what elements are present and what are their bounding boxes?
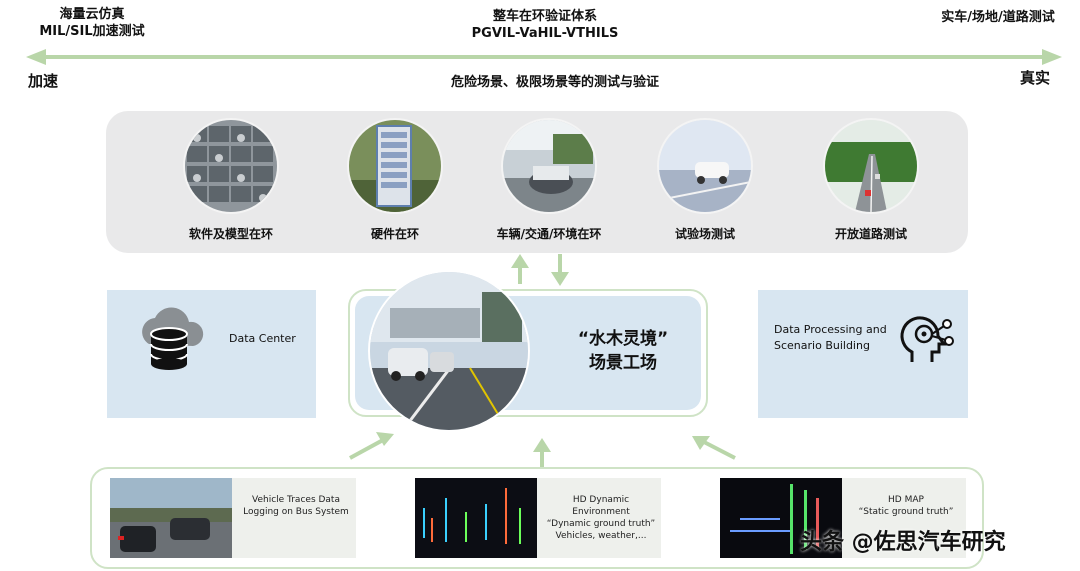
source-line1: HD MAP (888, 495, 924, 505)
factory-line1: “水木灵境” (577, 329, 669, 349)
source-caption: HD Dynamic Environment “Dynamic ground t… (543, 494, 659, 542)
stage-image-proving-ground (659, 120, 751, 212)
data-center-box: Data Center (107, 290, 316, 418)
stage-image-vil (503, 120, 595, 212)
axis-right-label: 真实 (1020, 69, 1051, 87)
stage-vehicle-traffic-env-in-loop: 车辆/交通/环境在环 (484, 120, 614, 242)
stage-label: 开放道路测试 (834, 227, 907, 241)
double-arrow-axis (26, 49, 1062, 65)
factory-line2: 场景工场 (589, 353, 657, 373)
scenario-factory-image (368, 270, 530, 432)
data-processing-label: Data Processing and Scenario Building (774, 322, 899, 354)
source-line2: “Static ground truth” (858, 507, 954, 517)
header-center-line2: PGVIL-VaHIL-VTHILS (471, 26, 619, 41)
data-center-label: Data Center (229, 332, 296, 345)
source-line3: Vehicles, weather,... (555, 531, 647, 541)
stage-image-open-road (825, 120, 917, 212)
stage-label: 试验场测试 (674, 227, 735, 241)
stage-image-hil (349, 120, 441, 212)
source-image-point-cloud (415, 478, 537, 558)
axis-middle-label: 危险场景、极限场景等的测试与验证 (450, 75, 659, 90)
data-processing-line1: Data Processing and (774, 323, 887, 336)
stage-image-mil (185, 120, 277, 212)
source-line1: HD Dynamic Environment (572, 495, 630, 517)
source-line2: Logging on Bus System (243, 507, 349, 517)
header-mil-sil: 海量云仿真 MIL/SIL加速测试 (22, 6, 162, 40)
ai-head-icon (900, 316, 954, 362)
stage-label: 硬件在环 (370, 227, 419, 241)
source-image-traffic (110, 478, 232, 558)
axis-left-label: 加速 (28, 72, 59, 90)
source-line2: “Dynamic ground truth” (546, 519, 656, 529)
stage-label: 车辆/交通/环境在环 (496, 227, 602, 241)
header-vehicle-in-loop: 整车在环验证体系 PGVIL-VaHIL-VTHILS (400, 8, 690, 42)
stage-label: 软件及模型在环 (188, 227, 273, 241)
source-caption: Vehicle Traces Data Logging on Bus Syste… (238, 494, 354, 518)
watermark-text: 头条 @佐思汽车研究 (800, 530, 1006, 555)
header-left-line1: 海量云仿真 (59, 7, 125, 22)
stage-proving-ground: 试验场测试 (640, 120, 770, 242)
stage-hardware-in-loop: 硬件在环 (330, 120, 460, 242)
data-processing-box: Data Processing and Scenario Building (758, 290, 968, 418)
stage-software-model-in-loop: 软件及模型在环 (166, 120, 296, 242)
source-line1: Vehicle Traces Data (252, 495, 340, 505)
stage-open-road: 开放道路测试 (806, 120, 936, 242)
header-real-test: 实车/场地/道路测试 (941, 10, 1055, 25)
data-processing-line2: Scenario Building (774, 339, 870, 352)
source-caption: HD MAP “Static ground truth” (848, 494, 964, 518)
database-cloud-icon (142, 307, 204, 370)
source-vehicle-traces: Vehicle Traces Data Logging on Bus Syste… (110, 478, 356, 558)
scenario-factory-title: “水木灵境” 场景工场 (548, 327, 698, 375)
source-hd-map: HD MAP “Static ground truth” (720, 478, 966, 558)
source-hd-dynamic-environment: HD Dynamic Environment “Dynamic ground t… (415, 478, 661, 558)
header-left-line2: MIL/SIL加速测试 (39, 24, 145, 39)
header-center-line1: 整车在环验证体系 (492, 9, 597, 24)
source-image-hd-map (720, 478, 842, 558)
